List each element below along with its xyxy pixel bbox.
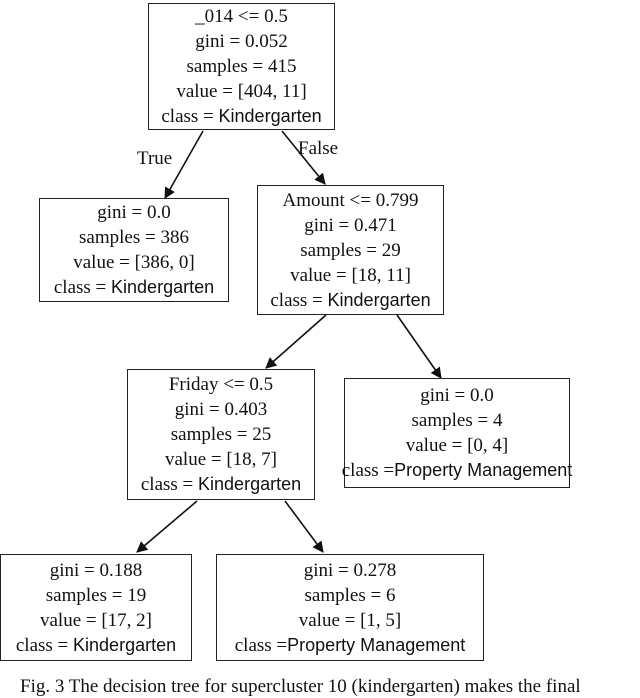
node-class: class = Kindergarten [141, 472, 301, 497]
node-split: Amount <= 0.799 [282, 189, 419, 211]
node-class-value: Kindergarten [198, 474, 302, 494]
node-gini: gini = 0.0 [420, 385, 494, 406]
node-samples: samples = 415 [186, 56, 297, 77]
node-class-prefix: class = [140, 474, 199, 495]
edge-friday-to-right-leaf [284, 500, 324, 553]
node-class-prefix: class = [341, 460, 395, 481]
tree-node-amount: Amount <= 0.799 gini = 0.471 samples = 2… [257, 185, 444, 315]
node-class-prefix: class = [53, 277, 112, 298]
node-samples: samples = 19 [45, 584, 147, 606]
node-value: value = [18, 11] [290, 264, 411, 286]
edge-root-to-left-leaf [164, 130, 204, 199]
node-class-prefix: class = [270, 289, 328, 311]
node-class-prefix: class = [161, 106, 219, 127]
node-samples: samples = 4 [411, 410, 503, 431]
tree-node-friday: Friday <= 0.5 gini = 0.403 samples = 25 … [127, 369, 315, 500]
node-class-value: Property Management [287, 634, 466, 655]
node-split: Friday <= 0.5 [168, 374, 274, 395]
edge-friday-to-left-leaf [136, 500, 198, 553]
edge-amount-to-pm-leaf [396, 314, 442, 379]
tree-node-leaf-kindergarten-386: gini = 0.0 samples = 386 value = [386, 0… [39, 198, 229, 302]
node-class: class =Property Management [235, 633, 466, 658]
node-samples: samples = 25 [170, 424, 272, 445]
node-class-value: Property Management [394, 460, 573, 480]
node-split: _014 <= 0.5 [195, 6, 288, 27]
node-class: class = Kindergarten [270, 288, 430, 313]
node-samples: samples = 6 [304, 584, 396, 606]
node-class: class = Kindergarten [161, 104, 321, 129]
node-gini: gini = 0.0 [97, 202, 171, 223]
node-value: value = [404, 11] [176, 81, 307, 102]
node-class-value: Kindergarten [218, 106, 322, 126]
node-samples: samples = 386 [79, 227, 189, 248]
tree-node-leaf-property-management-4: gini = 0.0 samples = 4 value = [0, 4] cl… [342, 378, 573, 488]
node-gini: gini = 0.052 [195, 31, 288, 52]
node-gini: gini = 0.188 [49, 559, 143, 581]
node-value: value = [386, 0] [73, 252, 195, 273]
node-value: value = [17, 2] [39, 609, 152, 631]
node-class-prefix: class = [15, 634, 74, 656]
edge-label-false: False [298, 138, 339, 159]
node-gini: gini = 0.471 [304, 214, 397, 236]
node-class: class = Kindergarten [54, 275, 214, 300]
node-class: class = Kindergarten [16, 633, 176, 658]
tree-node-root: _014 <= 0.5 gini = 0.052 samples = 415 v… [148, 3, 335, 130]
node-class-value: Kindergarten [73, 634, 177, 655]
node-gini: gini = 0.278 [303, 559, 397, 581]
node-class-prefix: class = [234, 634, 288, 656]
edge-amount-to-friday [265, 314, 327, 369]
node-gini: gini = 0.403 [174, 399, 268, 420]
node-value: value = [18, 7] [164, 449, 277, 470]
tree-node-leaf-kindergarten-19: gini = 0.188 samples = 19 value = [17, 2… [0, 554, 192, 661]
node-class: class =Property Management [342, 458, 573, 483]
edge-root-to-amount [281, 130, 326, 185]
node-value: value = [0, 4] [405, 435, 509, 456]
node-class-value: Kindergarten [111, 277, 215, 297]
node-samples: samples = 29 [300, 239, 401, 261]
node-class-value: Kindergarten [327, 289, 431, 310]
node-value: value = [1, 5] [298, 609, 402, 631]
edge-label-true: True [137, 148, 173, 169]
tree-node-leaf-property-management-6: gini = 0.278 samples = 6 value = [1, 5] … [216, 554, 484, 661]
figure-caption: Fig. 3 The decision tree for supercluste… [20, 676, 581, 697]
